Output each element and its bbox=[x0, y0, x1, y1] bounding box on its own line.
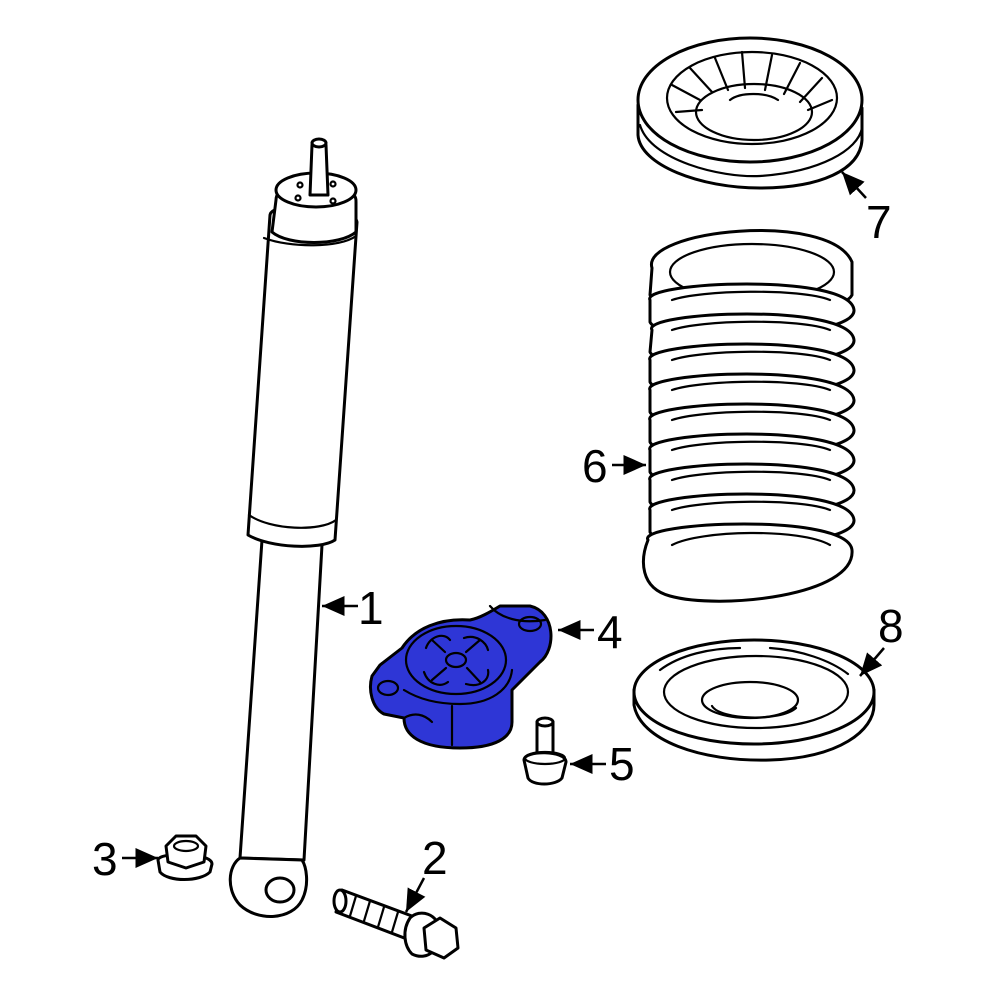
callout-number: 8 bbox=[878, 600, 904, 652]
callout-7: 7 bbox=[841, 171, 892, 248]
coil-spring[interactable] bbox=[641, 229, 856, 603]
shock-absorber[interactable] bbox=[228, 137, 359, 918]
upper-spring-insulator[interactable] bbox=[636, 36, 864, 190]
callout-number: 2 bbox=[422, 832, 448, 884]
callout-8: 8 bbox=[859, 600, 904, 677]
mount-bolt[interactable] bbox=[522, 716, 568, 786]
callout-2: 2 bbox=[404, 832, 448, 913]
callout-1: 1 bbox=[322, 582, 384, 634]
callout-3: 3 bbox=[92, 833, 158, 885]
shock-mount-bracket[interactable] bbox=[369, 604, 553, 750]
callout-number: 6 bbox=[582, 440, 608, 492]
callout-number: 1 bbox=[358, 582, 384, 634]
callout-number: 4 bbox=[597, 606, 623, 658]
flange-nut[interactable] bbox=[156, 834, 214, 881]
callout-4: 4 bbox=[558, 606, 623, 658]
lower-mount-bolt[interactable] bbox=[332, 888, 460, 960]
lower-spring-insulator[interactable] bbox=[632, 638, 876, 762]
callout-number: 7 bbox=[866, 196, 892, 248]
callout-number: 5 bbox=[609, 738, 635, 790]
callout-number: 3 bbox=[92, 833, 118, 885]
callout-5: 5 bbox=[570, 738, 635, 790]
callout-6: 6 bbox=[582, 440, 646, 492]
